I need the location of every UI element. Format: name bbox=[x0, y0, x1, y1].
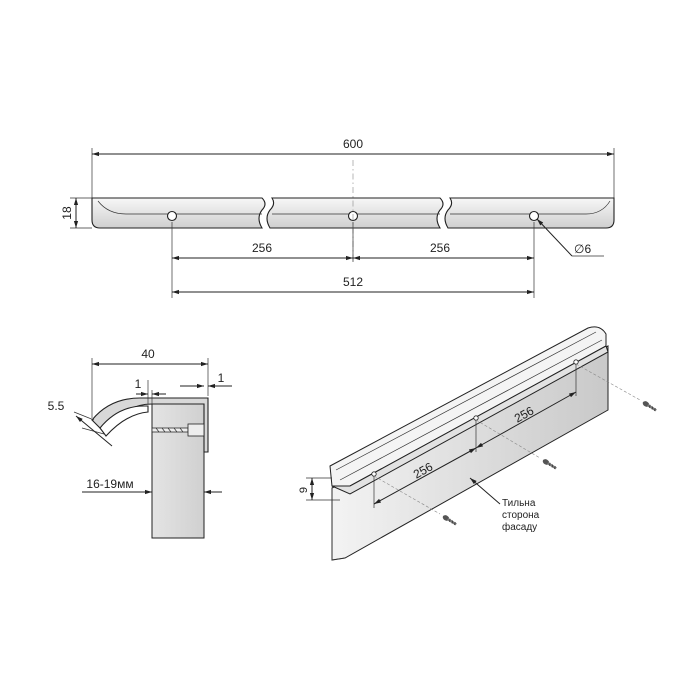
handle-iso-front bbox=[331, 345, 609, 495]
hole-right bbox=[528, 210, 540, 222]
back-side-label-line1: Тильна bbox=[502, 498, 536, 509]
iso-hole-left bbox=[371, 471, 377, 477]
top-view: 600 18 256 256 bbox=[60, 137, 615, 298]
curve-depth-label: 5.5 bbox=[48, 399, 65, 413]
iso-hole-center bbox=[473, 415, 479, 421]
section-width-label: 40 bbox=[141, 347, 155, 361]
screw-iso-center bbox=[542, 459, 557, 470]
spacing-left-label: 256 bbox=[252, 241, 272, 255]
overall-length-label: 600 bbox=[343, 137, 363, 151]
lip-gap-label: 1 bbox=[135, 377, 142, 391]
height-label: 18 bbox=[60, 206, 74, 220]
hole-left bbox=[166, 210, 178, 222]
screw-section bbox=[151, 423, 205, 437]
screw-iso-right bbox=[642, 401, 657, 412]
iso-hole-right bbox=[573, 359, 579, 365]
spacing-right-label: 256 bbox=[430, 241, 450, 255]
isometric-view: 256 256 9 Тильна сторона фас bbox=[298, 326, 657, 561]
back-side-label-line3: фасаду bbox=[502, 521, 537, 533]
mounting-holes bbox=[166, 210, 540, 222]
back-side-label-line2: сторона bbox=[502, 510, 540, 521]
section-view: 40 1 1 5.5 16-19мм bbox=[48, 347, 232, 539]
side-gap-label: 1 bbox=[218, 371, 225, 385]
iso-offset-label: 9 bbox=[298, 487, 310, 493]
hole-diameter-label: ∅6 bbox=[574, 242, 591, 256]
facade-thickness-label: 16-19мм bbox=[86, 477, 133, 491]
hole-span-label: 512 bbox=[343, 275, 363, 289]
screw-iso-left bbox=[442, 515, 457, 526]
